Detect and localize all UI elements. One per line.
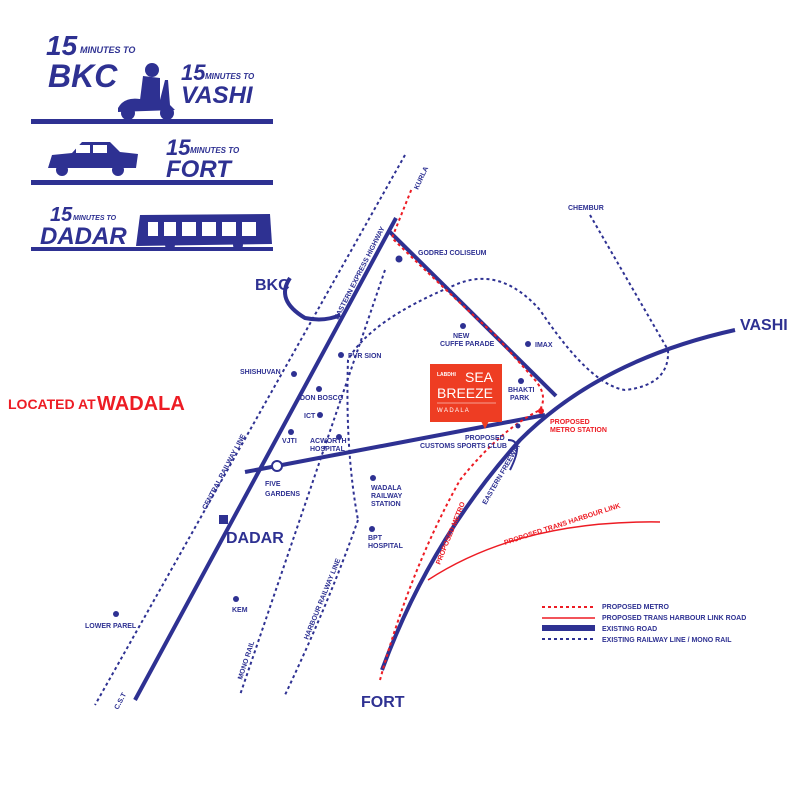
route-thl: PROPOSED TRANS HARBOUR LINK — [503, 503, 621, 547]
eastern-express-highway — [133, 217, 398, 701]
place-markers — [113, 255, 531, 617]
customs-loop — [507, 439, 518, 471]
label-fort: FORT — [361, 694, 405, 711]
label-kurla: KURLA — [413, 166, 430, 191]
label-shishuvan: SHISHUVAN — [240, 369, 281, 376]
label-acworth-2: HOSPITAL — [310, 446, 346, 453]
trans-harbour-link — [427, 521, 661, 581]
label-new-cuffe-1: NEW — [453, 333, 470, 340]
label-acworth-1: ACWORTH — [310, 438, 347, 445]
label-metro-station-2: METRO STATION — [550, 427, 607, 434]
five-gardens-marker — [271, 460, 283, 472]
label-five-1: FIVE — [265, 481, 281, 488]
label-imax: IMAX — [535, 342, 553, 349]
divider — [31, 119, 273, 124]
dadar-minutes-text: MINUTES TO — [73, 215, 117, 222]
label-new-cuffe-2: CUFFE PARADE — [440, 341, 495, 348]
legend-road: EXISTING ROAD — [602, 626, 657, 633]
label-metro-station-1: PROPOSED — [550, 419, 590, 426]
label-vashi: VASHI — [740, 317, 788, 334]
located-at-place: WADALA — [97, 393, 185, 415]
label-kem: KEM — [232, 607, 248, 614]
label-wadala-3: STATION — [371, 501, 401, 508]
proposed-metro-line — [379, 187, 545, 681]
label-lower-parel: LOWER PAREL — [85, 623, 137, 630]
bus-icon — [136, 214, 272, 250]
label-wadala-2: RAILWAY — [371, 493, 403, 500]
car-icon — [48, 142, 138, 176]
fort-minutes-number: 15 — [166, 135, 191, 160]
railway-lines — [94, 154, 670, 706]
road-five-gardens — [244, 413, 546, 474]
bkc-destination: BKC — [48, 58, 118, 94]
label-customs-2: CUSTOMS SPORTS CLUB — [420, 443, 507, 450]
brand-line3: W A D A L A — [437, 408, 469, 414]
harbour-railway-line-south — [284, 519, 359, 696]
label-five-2: GARDENS — [265, 491, 300, 498]
label-bhakti-1: BHAKTI — [508, 387, 534, 394]
label-customs-1: PROPOSED — [465, 435, 505, 442]
label-pvr: PVR SION — [348, 353, 381, 360]
fort-minutes-text: MINUTES TO — [190, 146, 240, 155]
label-chembur: CHEMBUR — [568, 205, 604, 212]
travel-panel: 15 MINUTES TO BKC 15 MINUTES TO VASHI 15… — [31, 30, 273, 251]
bkc-minutes-text: MINUTES TO — [80, 45, 135, 55]
vashi-minutes-number: 15 — [181, 60, 206, 85]
label-ict: ICT — [304, 413, 316, 420]
vashi-minutes-text: MINUTES TO — [205, 72, 255, 81]
mono-rail-line — [239, 269, 386, 696]
brand-line1: SEA — [465, 369, 494, 385]
dadar-minutes-number: 15 — [50, 204, 73, 226]
route-central: CENTRAL RAILWAY LINE — [202, 433, 248, 511]
route-eeh: EASTERN EXPRESS HIGHWAY — [334, 225, 387, 320]
divider — [31, 247, 273, 251]
label-bpt-2: HOSPITAL — [368, 543, 404, 550]
legend-thl: PROPOSED TRANS HARBOUR LINK ROAD — [602, 615, 746, 622]
brand-line2: BREEZE — [437, 385, 493, 401]
legend-metro: PROPOSED METRO — [602, 604, 669, 611]
project-marker: LABDHI SEA BREEZE W A D A L A — [430, 364, 502, 429]
located-at-prefix: LOCATED AT — [8, 396, 96, 412]
label-bkc: BKC — [255, 277, 290, 294]
existing-roads — [133, 217, 736, 701]
brand-small: LABDHI — [437, 372, 456, 378]
harbour-railway-line-north — [346, 214, 670, 521]
label-godrej: GODREJ COLISEUM — [418, 250, 487, 257]
label-don-bosco: DON BOSCO — [300, 395, 344, 402]
label-cst: C.S.T — [114, 691, 129, 711]
dadar-destination: DADAR — [40, 223, 127, 250]
route-metro: PROPOSED METRO — [435, 501, 467, 566]
vashi-destination: VASHI — [181, 82, 254, 109]
label-dadar: DADAR — [226, 530, 284, 547]
label-bhakti-2: PARK — [510, 395, 529, 402]
metro-station-marker — [538, 408, 544, 414]
eastern-freeway — [380, 328, 736, 671]
legend-railway: EXISTING RAILWAY LINE / MONO RAIL — [602, 637, 732, 644]
divider — [31, 180, 273, 185]
bkc-minutes-number: 15 — [46, 30, 78, 61]
label-wadala-1: WADALA — [371, 485, 402, 492]
route-freeway: EASTERN FREEWAY — [482, 442, 523, 506]
label-bpt-1: BPT — [368, 535, 383, 542]
fort-destination: FORT — [166, 156, 233, 183]
label-vjti: VJTI — [282, 438, 297, 445]
bkc-road — [283, 276, 341, 322]
route-harbour: HARBOUR RAILWAY LINE — [303, 557, 342, 640]
legend: PROPOSED METRO PROPOSED TRANS HARBOUR LI… — [542, 604, 746, 644]
scooter-icon — [118, 63, 175, 120]
